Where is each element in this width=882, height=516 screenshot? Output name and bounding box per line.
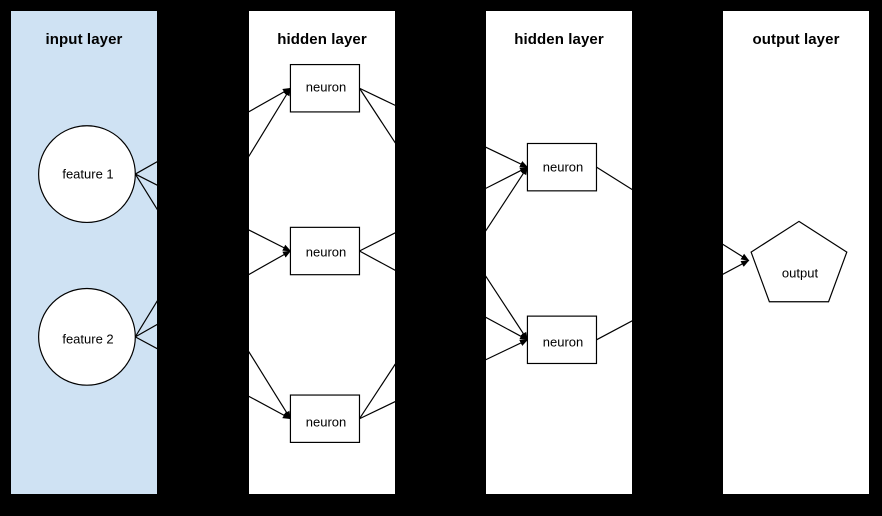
- connection-hidden1-neuron-1-to-hidden2-neuron-2: [358, 87, 395, 144]
- output-layer-title: output layer: [752, 31, 840, 48]
- connection-hidden1-neuron-2-to-hidden2-neuron-1: [359, 232, 395, 252]
- layer-container-input-layer: input layer feature 1 feature 2: [10, 10, 158, 495]
- connection-hidden2-neuron-2-to-output-node: [723, 259, 750, 275]
- connection-hidden2-neuron-1-to-output-node: [596, 166, 632, 191]
- connection-feature-2-to-hidden1-neuron-3: [135, 336, 157, 350]
- input-layer-title: input layer: [45, 31, 123, 48]
- connection-hidden1-neuron-2-to-hidden2-neuron-2: [359, 250, 395, 271]
- connection-hidden1-neuron-2-to-hidden2-neuron-2: [486, 316, 529, 341]
- connection-feature-1-to-hidden1-neuron-1: [135, 161, 157, 175]
- node-output-node[interactable]: [750, 220, 848, 303]
- hidden-layer-1-title: hidden layer: [277, 31, 367, 48]
- connection-hidden1-neuron-1-to-hidden2-neuron-2: [486, 275, 528, 341]
- hidden-layer-2-title: hidden layer: [514, 31, 604, 48]
- connection-hidden1-neuron-3-to-hidden2-neuron-2: [486, 339, 529, 361]
- layer-container-output-layer: output layer output: [722, 10, 870, 495]
- connection-hidden1-neuron-1-to-hidden2-neuron-1: [359, 87, 395, 106]
- connection-hidden2-neuron-2-to-output-node: [596, 320, 632, 341]
- connection-feature-1-to-hidden1-neuron-2: [249, 229, 292, 252]
- connection-feature-2-to-hidden1-neuron-1: [134, 300, 157, 338]
- hidden-layer-2-graphics: [486, 142, 632, 365]
- connection-hidden1-neuron-3-to-hidden2-neuron-1: [358, 363, 395, 420]
- layer-container-hidden-layer-1: hidden layer neuron neuron neuron: [248, 10, 396, 495]
- node-label-feature-1: feature 1: [62, 166, 114, 182]
- node-label-hidden1-neuron-3: neuron: [305, 414, 347, 430]
- connection-feature-2-to-hidden1-neuron-3: [249, 395, 292, 420]
- connection-feature-2-to-hidden1-neuron-2: [135, 323, 157, 338]
- connection-feature-1-to-hidden1-neuron-2: [135, 173, 157, 186]
- connection-feature-2-to-hidden1-neuron-1: [249, 87, 291, 158]
- output-layer-graphics: [723, 220, 848, 303]
- layer-container-hidden-layer-2: hidden layer neuron neuron: [485, 10, 633, 495]
- connection-hidden1-neuron-3-to-hidden2-neuron-1: [486, 166, 528, 232]
- connection-hidden2-neuron-1-to-output-node: [723, 243, 750, 261]
- node-label-feature-2: feature 2: [62, 331, 114, 347]
- connection-hidden1-neuron-1-to-hidden2-neuron-1: [486, 146, 529, 168]
- node-label-hidden1-neuron-1: neuron: [305, 79, 347, 95]
- connection-feature-1-to-hidden1-neuron-1: [249, 87, 292, 113]
- connection-feature-2-to-hidden1-neuron-2: [249, 250, 292, 276]
- node-label-output-node: output: [781, 265, 819, 281]
- input-layer-graphics: [38, 125, 157, 386]
- node-label-hidden2-neuron-1: neuron: [542, 159, 584, 175]
- connection-feature-1-to-hidden1-neuron-3: [134, 173, 157, 211]
- connection-hidden1-neuron-2-to-hidden2-neuron-1: [486, 166, 529, 189]
- connection-hidden1-neuron-3-to-hidden2-neuron-2: [359, 401, 395, 420]
- node-label-hidden2-neuron-2: neuron: [542, 334, 584, 350]
- node-label-hidden1-neuron-2: neuron: [305, 244, 347, 260]
- connection-feature-1-to-hidden1-neuron-3: [249, 350, 291, 420]
